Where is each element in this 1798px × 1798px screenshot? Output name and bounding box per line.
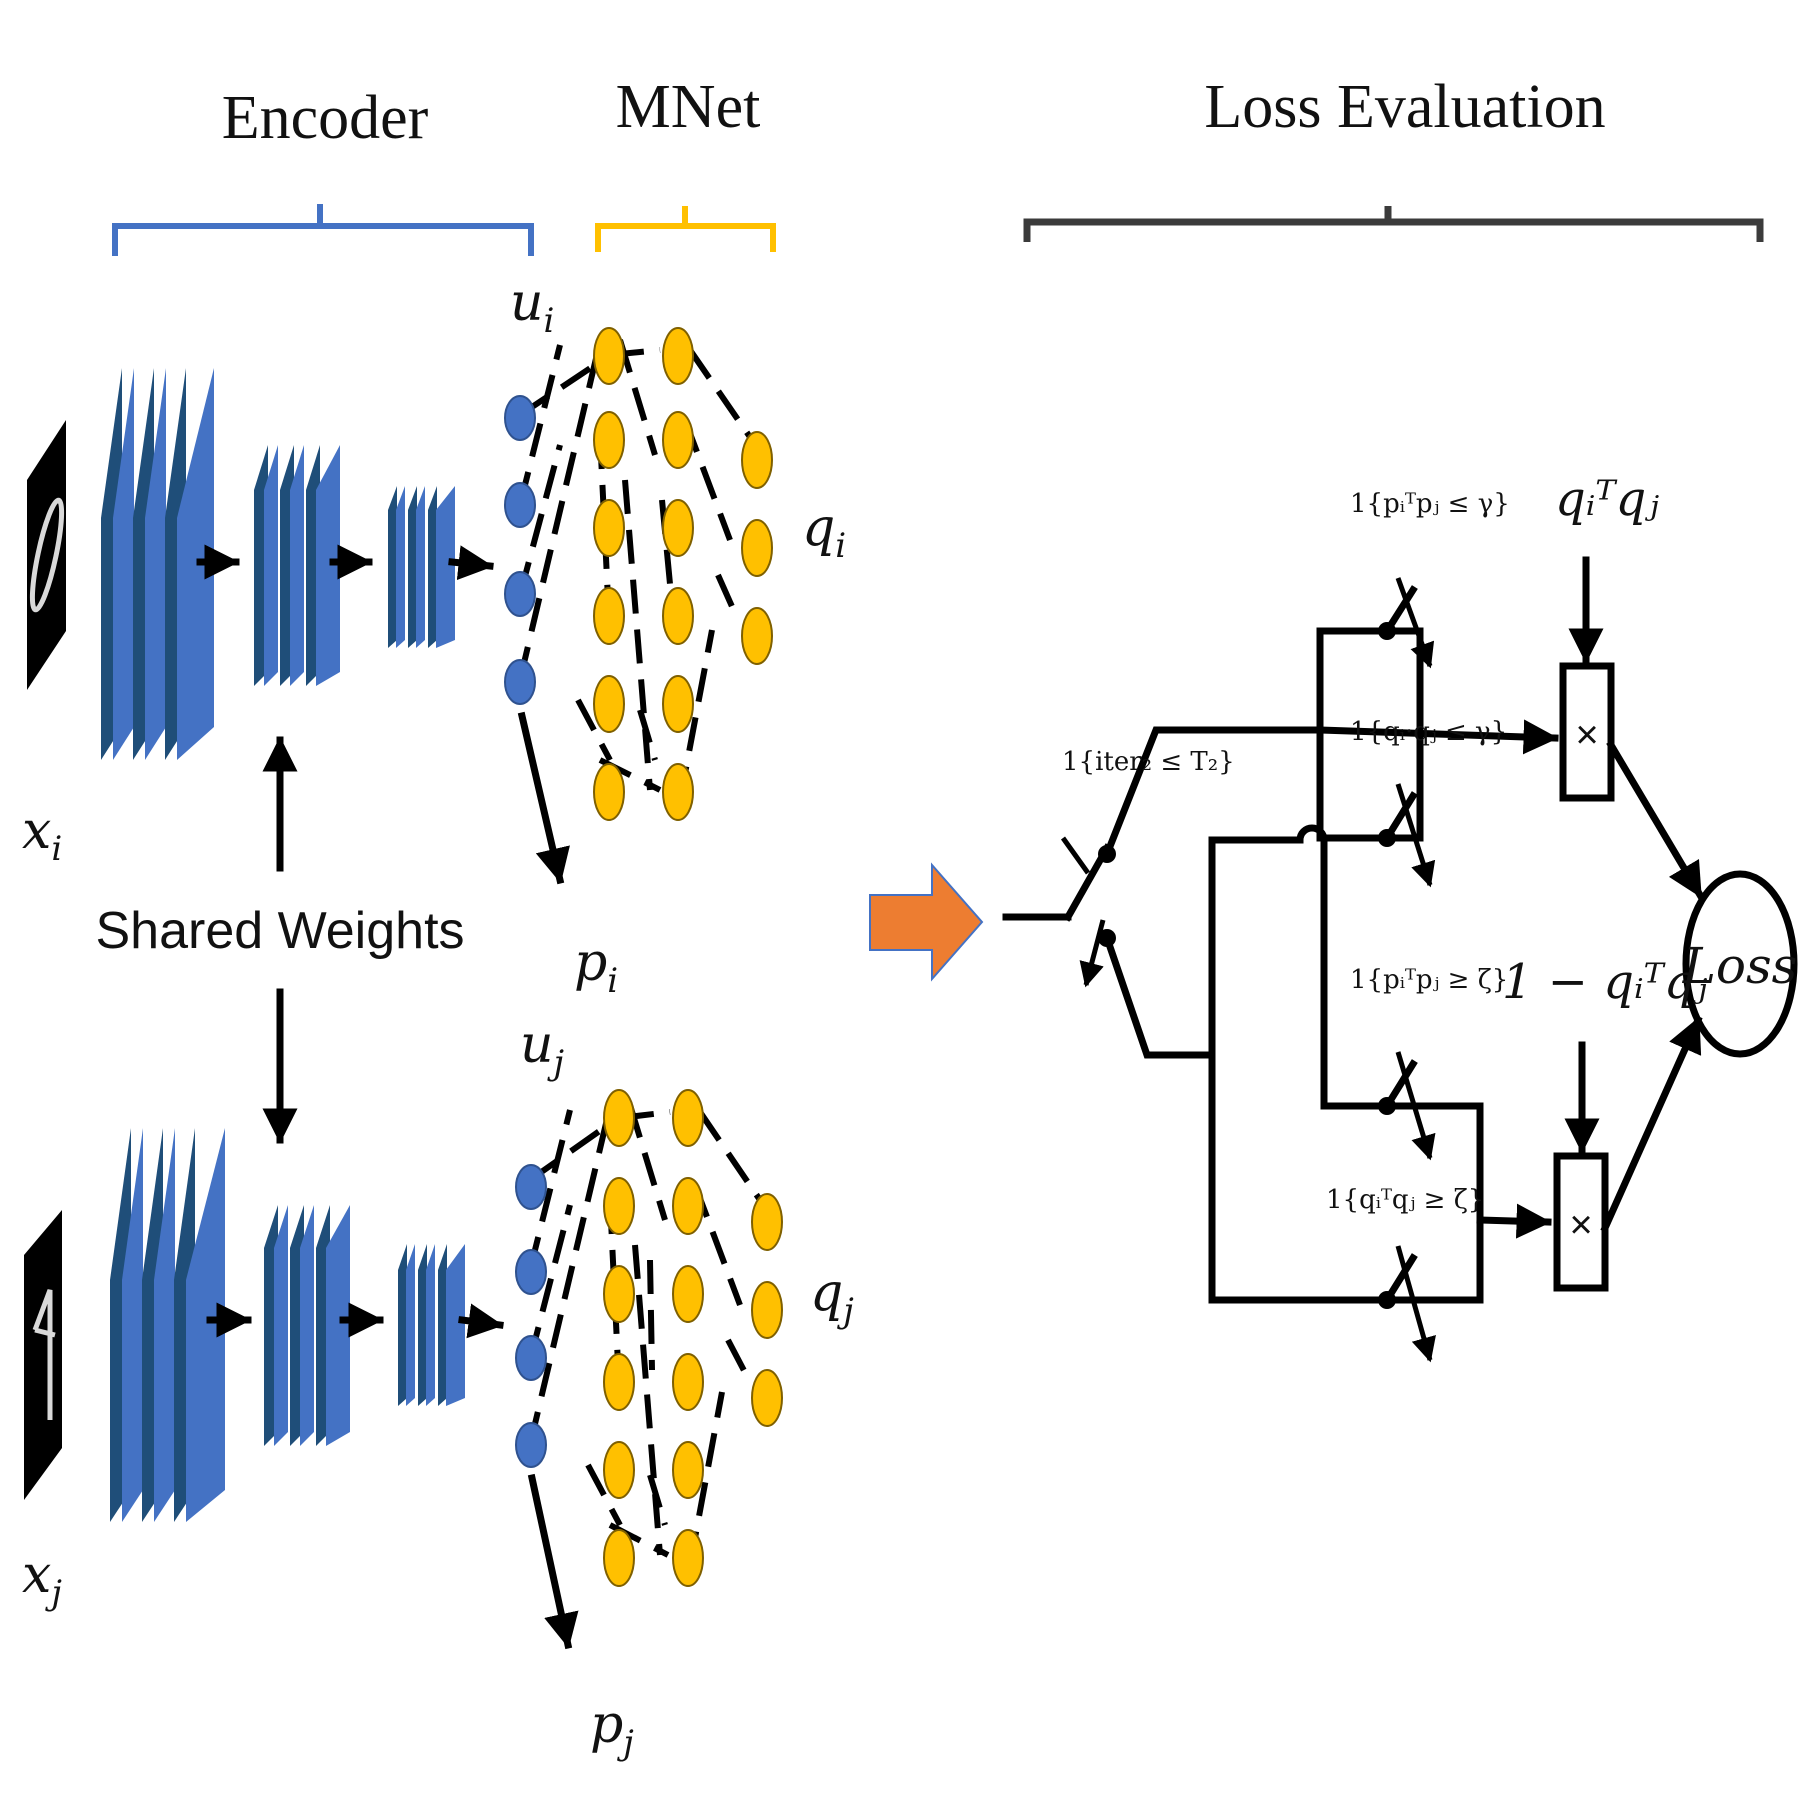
input-image-i bbox=[27, 420, 66, 690]
one-minus-qq-label: 1 − qᵢᵀqⱼ bbox=[1502, 954, 1708, 1010]
u-j-label: uj bbox=[520, 1015, 565, 1083]
multiplier-top-symbol: × bbox=[1575, 713, 1598, 757]
x-i-label: xi bbox=[22, 801, 62, 869]
loss-evaluation-bracket bbox=[1023, 206, 1764, 242]
encoder-title: Encoder bbox=[222, 84, 429, 152]
loss-node bbox=[1682, 870, 1798, 1058]
arrow-to-p-i bbox=[517, 711, 570, 885]
encoder-stack-i bbox=[101, 368, 455, 760]
p-i-label: pi bbox=[574, 933, 618, 1001]
cond-qq-ge-label: 1{qᵢᵀqⱼ ≥ ζ} bbox=[1326, 1185, 1484, 1215]
cond-qq-le-label: 1{qᵢ·qⱼ ≤ γ} bbox=[1350, 717, 1507, 747]
u-i-label: ui bbox=[510, 273, 554, 341]
arrow-to-p-j bbox=[527, 1473, 579, 1650]
conv-block-small-i bbox=[388, 486, 455, 648]
loss-circuit bbox=[1002, 556, 1798, 1363]
multiplier-bottom-symbol: × bbox=[1569, 1203, 1592, 1247]
loss-label: Loss bbox=[1682, 937, 1798, 995]
mnet-nodes-i bbox=[593, 327, 773, 821]
multiplier-top bbox=[1559, 662, 1615, 802]
encoder-output-nodes-j bbox=[515, 1164, 547, 1468]
conv-block-medium-j bbox=[264, 1205, 350, 1446]
mnist-digit-zero-icon bbox=[29, 497, 65, 613]
x-j-label: xj bbox=[22, 1545, 62, 1613]
switch-iter-label: 1{iter₂ ≤ T₂} bbox=[1062, 747, 1235, 777]
p-j-label: pj bbox=[590, 1695, 634, 1763]
encoder-output-nodes-i bbox=[504, 395, 536, 705]
orange-right-arrow-icon bbox=[869, 862, 984, 982]
cond-pp-ge-label: 1{pᵢᵀpⱼ ≥ ζ} bbox=[1350, 965, 1508, 995]
mnet-connections-j bbox=[527, 1104, 763, 1566]
arrow-enc-j-3 bbox=[458, 1303, 504, 1339]
conv-block-large-j bbox=[110, 1128, 225, 1522]
mnet-title: MNet bbox=[616, 73, 761, 141]
encoder-bracket bbox=[112, 204, 534, 256]
q-i-label: qi bbox=[802, 498, 846, 566]
mnist-digit-four-icon bbox=[32, 1289, 56, 1420]
cond-pp-le-label: 1{pᵢᵀpⱼ ≤ γ} bbox=[1350, 489, 1510, 519]
mnet-nodes-j bbox=[603, 1089, 783, 1587]
loss-evaluation-title: Loss Evaluation bbox=[1204, 73, 1605, 141]
encoder-stack-j bbox=[110, 1128, 465, 1522]
q-j-label: qj bbox=[810, 1263, 854, 1331]
mnet-connections-i bbox=[517, 339, 755, 801]
input-image-j bbox=[24, 1210, 62, 1500]
mnet-bracket bbox=[595, 206, 776, 252]
shared-weights-label: Shared Weights bbox=[95, 902, 464, 960]
arrow-enc-i-3 bbox=[448, 545, 494, 581]
conv-block-medium-i bbox=[254, 445, 340, 686]
qq-term-label: qᵢᵀqⱼ bbox=[1555, 471, 1659, 527]
conv-block-large-i bbox=[101, 368, 214, 760]
conv-block-small-j bbox=[398, 1244, 465, 1406]
